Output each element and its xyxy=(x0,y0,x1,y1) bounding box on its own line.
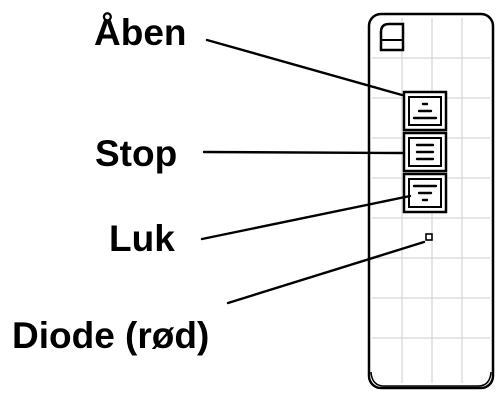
up-arrow-lines-icon xyxy=(412,102,438,120)
remote-control xyxy=(367,12,495,390)
open-button[interactable] xyxy=(402,90,448,132)
stop-button[interactable] xyxy=(402,131,448,173)
leader-line-stop xyxy=(202,150,404,155)
three-lines-icon xyxy=(415,143,435,161)
label-led: Diode (rød) xyxy=(12,315,210,356)
cover-tab-icon xyxy=(379,22,405,52)
leader-line-open xyxy=(205,38,404,97)
leader-line-led xyxy=(226,240,426,305)
remote-base-edge xyxy=(370,371,492,387)
label-stop: Stop xyxy=(95,133,178,174)
led-indicator xyxy=(425,233,433,241)
leader-lines xyxy=(200,38,426,305)
close-button[interactable] xyxy=(402,172,448,214)
label-close: Luk xyxy=(109,218,175,259)
down-arrow-lines-icon xyxy=(412,184,438,202)
leader-line-close xyxy=(200,194,412,241)
label-open: Åben xyxy=(94,12,187,53)
